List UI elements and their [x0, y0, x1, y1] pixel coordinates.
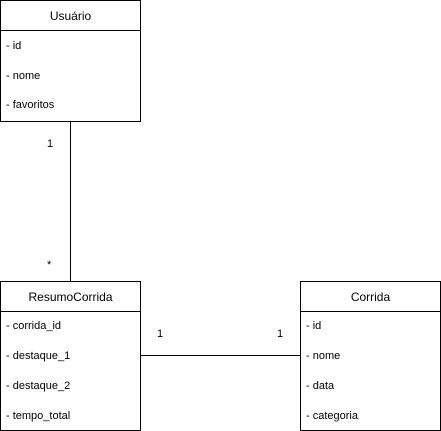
attribute-id: - id [6, 40, 22, 52]
attribute-data: - data [306, 380, 335, 392]
attribute-destaque-1: - destaque_1 [6, 350, 71, 362]
multiplicity-resumo-end: * [47, 259, 52, 271]
attribute-categoria: - categoria [306, 410, 358, 422]
attribute-tempo-total: - tempo_total [6, 410, 71, 422]
class-corrida[interactable]: Corrida - id - nome - data - categoria [300, 281, 441, 431]
attribute-corrida-id: - corrida_id [6, 320, 62, 332]
attribute-id: - id [306, 320, 322, 332]
class-usuario[interactable]: Usuário - id - nome - favoritos [0, 0, 141, 122]
attribute-destaque-2: - destaque_2 [6, 380, 71, 392]
class-resumo-corrida[interactable]: ResumoCorrida - corrida_id - destaque_1 … [0, 281, 141, 431]
attribute-nome: - nome [306, 350, 341, 362]
multiplicity-corrida-side: 1 [277, 328, 284, 340]
class-resumo-corrida-name: ResumoCorrida [1, 282, 140, 312]
class-usuario-name: Usuário [1, 1, 140, 31]
class-corrida-name: Corrida [301, 282, 440, 312]
multiplicity-usuario-end: 1 [47, 138, 54, 150]
multiplicity-resumo-side: 1 [157, 328, 164, 340]
attribute-nome: - nome [6, 70, 41, 82]
attribute-favoritos: - favoritos [6, 99, 55, 111]
